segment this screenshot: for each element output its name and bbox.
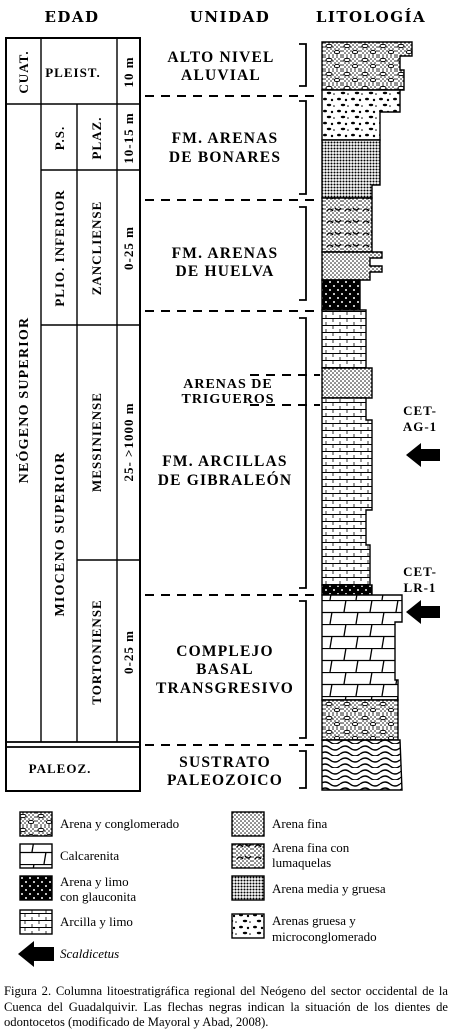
legend-scaldicetus: Scaldicetus: [60, 946, 119, 961]
legend-arena-limo-glauconita-line-2: con glauconita: [60, 889, 136, 904]
legend-swatch-arcilla-limo: [19, 909, 53, 935]
unit-basal-line-1: COMPLEJO: [176, 643, 273, 660]
legend-swatch-arenas-gruesa-micro: [231, 913, 265, 939]
unit-trigueros-line-2: TRIGUEROS: [181, 392, 274, 407]
marker-ag1-line-2: AG-1: [403, 419, 437, 434]
unit-basal-line-2: BASAL: [196, 661, 254, 678]
epoch-mioceno: MIOCENO SUPERIOR: [53, 451, 68, 616]
figure-caption: Figura 2. Columna litoestratigráfica reg…: [4, 984, 448, 1029]
unit-brackets: [299, 43, 307, 789]
legend-swatch-calcarenita: [19, 843, 53, 869]
marker-lr1-line-1: CET-: [403, 564, 437, 579]
litho-bonares-media: [321, 139, 381, 199]
legend-arcilla-limo: Arcilla y limo: [60, 914, 133, 929]
thickness-zanclense: 0-25 m: [121, 226, 136, 270]
era-neogeno: NEÓGENO SUPERIOR: [15, 317, 32, 484]
unit-alto-nivel-line-2: ALUVIAL: [181, 67, 261, 84]
litho-gibraleon-upper: [321, 309, 367, 369]
litho-alto-nivel: [321, 41, 413, 91]
litho-basal-cong: [321, 699, 399, 741]
litho-huelva-glauc: [321, 279, 361, 311]
lithology-column: [321, 41, 413, 791]
epoch-pleist: PLEIST.: [45, 65, 101, 80]
thickness-messiniense: 25- >1000 m: [121, 402, 136, 481]
legend-arena-fina: Arena fina: [272, 816, 327, 831]
thickness-pleist: 10 m: [121, 56, 136, 87]
legend-calcarenita: Calcarenita: [60, 848, 119, 863]
legend-arena-fina-lumaquelas-line-2: lumaquelas: [272, 855, 331, 870]
stage-zanclense: ZANCLIENSE: [89, 201, 104, 296]
marker-ag1-line-1: CET-: [403, 403, 437, 418]
epoch-ps: P.S.: [52, 126, 67, 150]
era-paleoz: PALEOZ.: [29, 761, 92, 776]
unit-gibraleon-line-1: FM. ARCILLAS: [162, 453, 288, 470]
stage-tortoniense: TORTONIENSE: [89, 599, 104, 704]
legend-swatch-arena-limo-glauconita: [19, 875, 53, 901]
header-unidad: UNIDAD: [190, 8, 270, 26]
litho-glauc-bed: [321, 584, 373, 596]
thickness-tortoniense: 0-25 m: [121, 630, 136, 674]
legend-arenas-gruesa-micro-line-1: Arenas gruesa y: [272, 913, 356, 928]
unit-trigueros-line-1: ARENAS DE: [183, 377, 273, 392]
legend-scaldicetus-arrow-icon: [18, 941, 54, 967]
marker-lr1-line-2: LR-1: [404, 580, 437, 595]
legend-arenas-gruesa-micro-line-2: microconglomerado: [272, 929, 377, 944]
litho-bonares-sand: [321, 89, 401, 141]
legend-swatch-arena-conglomerado: [19, 811, 53, 837]
unit-boundaries: [145, 95, 320, 746]
legend-swatch-arena-fina-lumaquelas: [231, 843, 265, 869]
thickness-plaz: 10-15 m: [121, 112, 136, 163]
legend-arena-media-gruesa: Arena media y gruesa: [272, 881, 386, 896]
era-cuat: CUAT.: [16, 50, 31, 93]
litho-huelva-ledges: [321, 251, 383, 281]
unit-gibraleon-line-2: DE GIBRALEÓN: [158, 472, 293, 489]
legend-arena-limo-glauconita-line-1: Arena y limo: [60, 874, 129, 889]
unit-bonares-line-1: FM. ARENAS: [172, 130, 279, 147]
age-table: [5, 37, 141, 792]
stage-plaz: PLAZ.: [89, 117, 104, 160]
legend-arena-fina-lumaquelas-line-1: Arena fina con: [272, 840, 350, 855]
unit-huelva-line-1: FM. ARENAS: [172, 245, 279, 262]
legend-arena-conglomerado: Arena y conglomerado: [60, 816, 179, 831]
legend-swatch-arena-fina: [231, 811, 265, 837]
litho-trigueros: [321, 367, 373, 399]
unit-alto-nivel-line-1: ALTO NIVEL: [167, 49, 274, 66]
stage-messiniense: MESSINIENSE: [89, 392, 104, 492]
unit-huelva-line-2: DE HUELVA: [175, 263, 274, 280]
litho-calcarenita: [321, 594, 403, 701]
unit-bonares-line-2: DE BONARES: [169, 149, 281, 166]
epoch-plio: PLIO. INFERIOR: [52, 189, 67, 306]
unit-basal-line-3: TRANSGRESIVO: [156, 680, 294, 697]
stratigraphic-column-figure: EDAD UNIDAD LITOLOGÍA CUAT. NEÓGENO SUPE…: [5, 8, 440, 967]
arrow-ag1-icon: [406, 443, 440, 467]
unit-sustrato-line-1: SUSTRATO: [179, 754, 271, 771]
header-litologia: LITOLOGÍA: [316, 8, 426, 26]
header-edad: EDAD: [44, 8, 99, 26]
unit-sustrato-line-2: PALEOZOICO: [167, 772, 283, 789]
litho-gibraleon-lower: [321, 397, 373, 586]
legend-swatch-arena-media-gruesa: [231, 875, 265, 901]
litho-paleozoic: [321, 739, 403, 791]
litho-huelva-luma: [321, 197, 373, 253]
legend: Arena y conglomerado Calcarenita Arena y…: [18, 811, 386, 967]
arrow-lr1-icon: [406, 600, 440, 624]
